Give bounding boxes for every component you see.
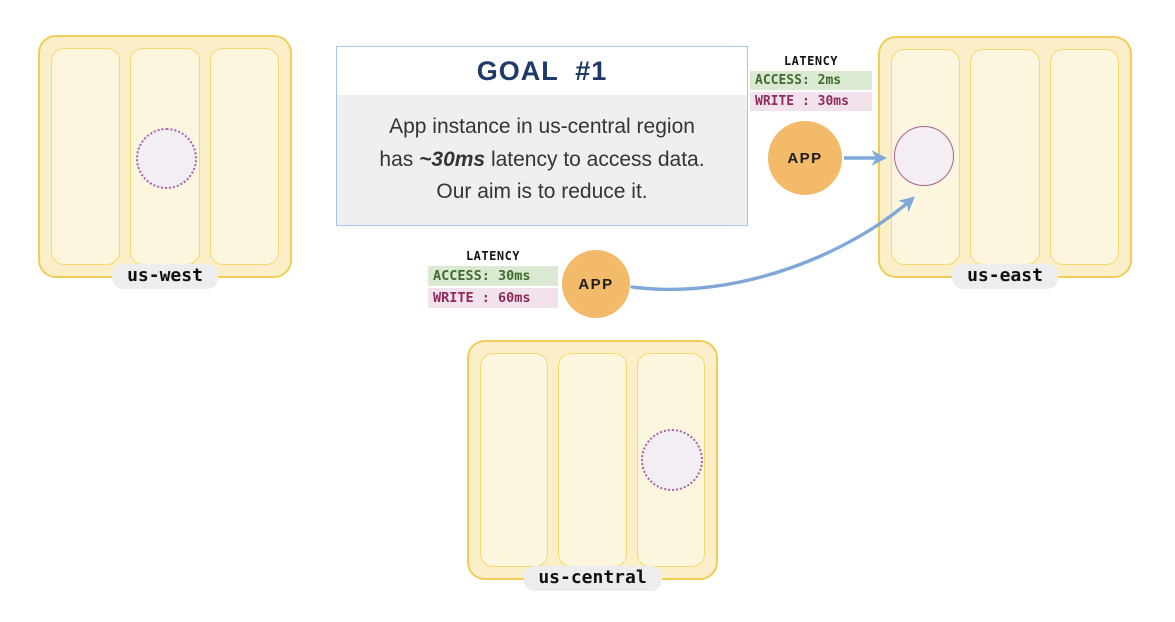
goal-callout-box: GOAL #1 App instance in us-central regio… [336,46,748,226]
goal-line-2-before: has [379,147,420,171]
replica-dotted-circle-us-west [136,128,197,189]
latency-title: LATENCY [783,54,839,68]
data-node-circle-us-east [894,126,954,186]
availability-zone [51,48,121,265]
availability-zone [970,49,1040,265]
app-instance-central: APP [562,250,630,318]
availability-zone [558,353,627,567]
goal-line-2: has ~30ms latency to access data. [337,144,747,177]
availability-zone [209,48,279,265]
goal-line-3: Our aim is to reduce it. [436,180,648,204]
latency-access-row: ACCESS: 2ms [750,71,872,90]
goal-header: GOAL #1 [337,47,747,95]
region-label-us-west: us-west [112,264,218,289]
latency-table-east-app: LATENCY ACCESS: 2ms WRITE : 30ms [750,54,872,113]
latency-write-row: WRITE : 30ms [750,92,872,111]
latency-table-central-app: LATENCY ACCESS: 30ms WRITE : 60ms [428,249,558,310]
goal-line-2-after: latency to access data. [485,147,705,171]
goal-line-1: App instance in us-central region [389,115,695,139]
availability-zone [480,353,549,567]
goal-title: GOAL #1 [476,55,608,86]
latency-access-row: ACCESS: 30ms [428,266,558,286]
app-instance-east: APP [768,121,842,195]
replica-dotted-circle-us-central [641,429,703,491]
latency-write-row: WRITE : 60ms [428,288,558,308]
region-label-us-central: us-central [523,566,662,591]
goal-body-text: App instance in us-central region has ~3… [337,95,747,225]
goal-latency-emphasis: ~30ms [419,147,486,171]
region-label-us-east: us-east [952,264,1058,289]
availability-zone [1049,49,1119,265]
latency-title: LATENCY [465,249,521,263]
